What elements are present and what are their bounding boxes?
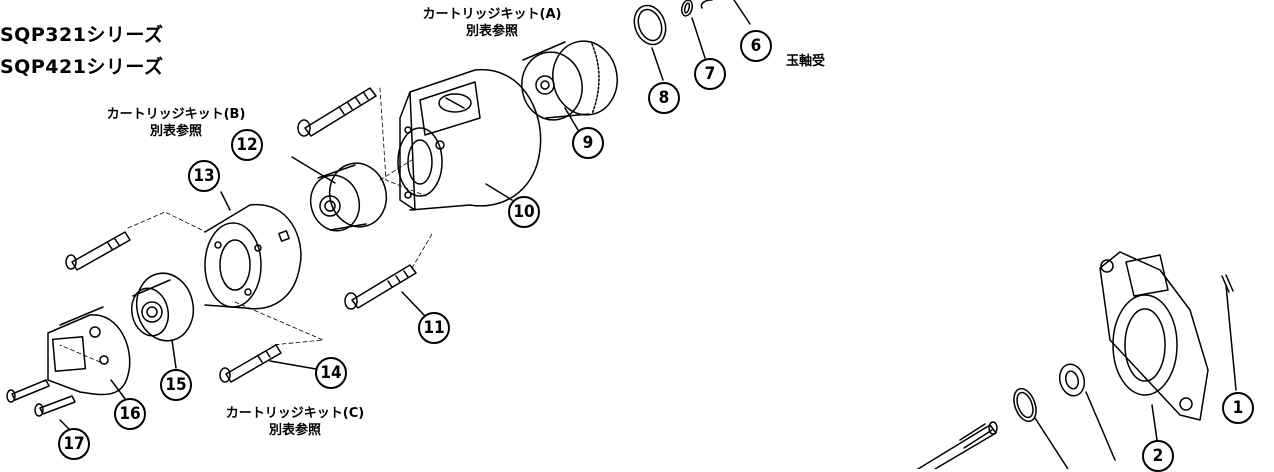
callout-14: 14 [315, 357, 347, 389]
callout-11: 11 [418, 312, 450, 344]
callout-1: 1 [1222, 392, 1254, 424]
callout-7: 7 [694, 58, 726, 90]
note-cartridge-a-line2: 別表参照 [465, 24, 518, 39]
part-label-bearing: 玉軸受 [786, 54, 826, 69]
series-title-sqp421: SQP421シリーズ [0, 56, 164, 78]
callout-2: 2 [1142, 440, 1174, 472]
note-cartridge-b-line2: 別表参照 [149, 124, 202, 139]
callout-10: 10 [508, 196, 540, 228]
note-cartridge-a-line1: カートリッジキット(A) [422, 7, 562, 22]
callout-16: 16 [114, 398, 146, 430]
note-cartridge-b-line1: カートリッジキット(B) [106, 107, 246, 122]
note-cartridge-c: カートリッジキット(C) 別表参照 [195, 405, 395, 439]
callout-6: 6 [740, 30, 772, 62]
note-cartridge-a: カートリッジキット(A) 別表参照 [392, 6, 592, 40]
callout-15: 15 [160, 369, 192, 401]
callout-13: 13 [188, 160, 220, 192]
callout-9: 9 [572, 127, 604, 159]
callout-17: 17 [58, 428, 90, 460]
callout-8: 8 [648, 82, 680, 114]
note-cartridge-c-line1: カートリッジキット(C) [225, 406, 365, 421]
callout-12: 12 [231, 129, 263, 161]
note-cartridge-b: カートリッジキット(B) 別表参照 [76, 106, 276, 140]
note-cartridge-c-line2: 別表参照 [268, 423, 321, 438]
series-title-sqp321: SQP321シリーズ [0, 24, 164, 46]
